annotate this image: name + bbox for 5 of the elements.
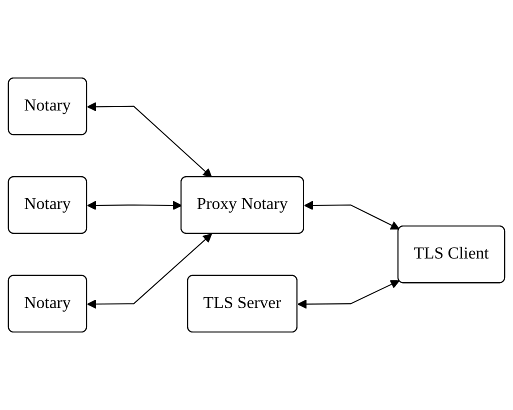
arrow bbox=[87, 200, 182, 210]
arrow bbox=[87, 102, 212, 178]
arrow bbox=[297, 280, 400, 309]
arrow bbox=[304, 200, 400, 230]
arrow bbox=[87, 233, 212, 309]
